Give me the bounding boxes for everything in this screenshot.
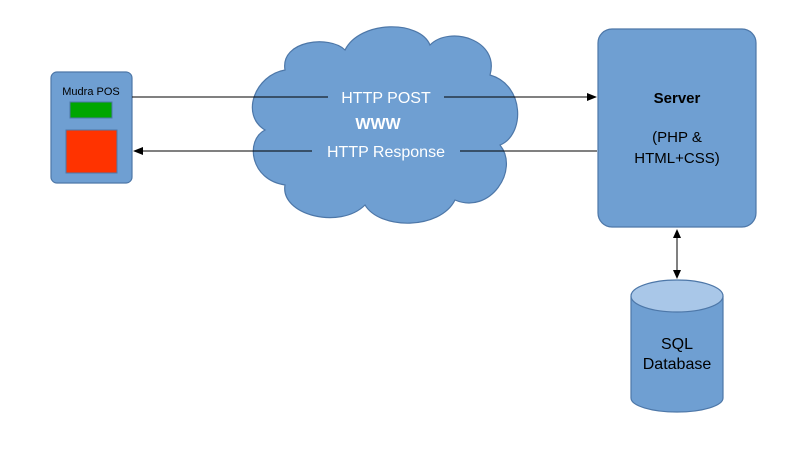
database-cylinder-body [630,296,724,413]
server-title: Server [654,90,701,107]
www-label: WWW [355,116,401,133]
pos-red-display [65,129,118,174]
http-post-label-bg [328,86,444,108]
server-subtitle-line2: HTML+CSS) [634,150,719,167]
database-cylinder-top [630,279,724,313]
pos-label: Mudra POS [62,86,119,98]
http-response-label-bg [312,140,460,162]
http-post-label: HTTP POST [341,90,431,107]
www-cloud [251,26,519,224]
http-response-label: HTTP Response [327,144,445,161]
database-label-line1: SQL [661,336,693,353]
arrowhead-down-icon [673,270,681,279]
server-subtitle-line1: (PHP & [652,129,702,146]
arrowhead-up-icon [673,229,681,238]
database-label-line2: Database [643,356,712,373]
server-box [597,28,757,228]
pos-green-indicator [69,101,113,119]
